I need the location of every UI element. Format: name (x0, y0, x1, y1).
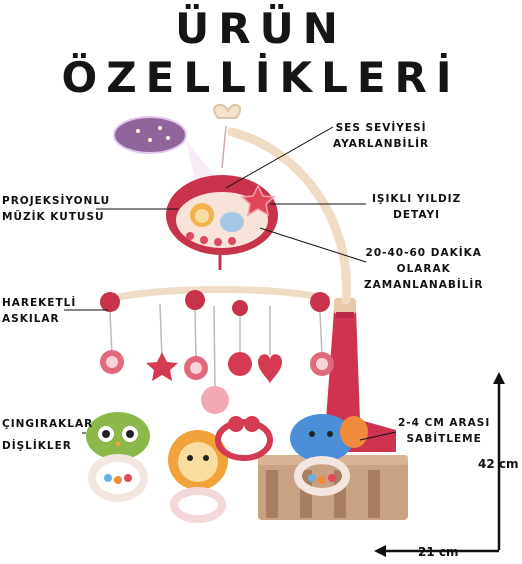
page-title: ÜRÜN ÖZELLİKLERİ (61, 4, 461, 102)
music-box (166, 175, 278, 270)
label-rattles: ÇINGIRAKLAR DİŞLİKLER (2, 418, 94, 452)
rattle-crab (215, 416, 273, 461)
hanging-toys (100, 350, 334, 414)
clamp-base (326, 298, 396, 452)
rattle-lion (168, 430, 228, 523)
label-projector: PROJEKSİYONLU MÜZİK KUTUSU (2, 195, 111, 223)
rattle-owl (86, 412, 150, 502)
label-hanging: HAREKETLİ ASKILAR (2, 297, 77, 325)
label-star: IŞIKLI YILDIZ DETAYI (372, 193, 462, 221)
width-dimension: 21 cm (418, 545, 459, 559)
label-volume: SES SEVİYESİ AYARLANBİLİR (333, 122, 430, 150)
support-arm (227, 127, 351, 305)
height-dimension: 42 cm (478, 457, 519, 471)
label-timer: 20-40-60 DAKİKA OLARAK ZAMANLANABİLİR (364, 247, 484, 291)
label-clamp: 2-4 CM ARASI SABİTLEME (398, 417, 491, 445)
rattle-elephant (290, 414, 368, 496)
callout-lines (64, 126, 397, 441)
heart-hook (213, 103, 242, 119)
hanger-bar (106, 286, 332, 304)
dimension-arrows (374, 372, 505, 557)
